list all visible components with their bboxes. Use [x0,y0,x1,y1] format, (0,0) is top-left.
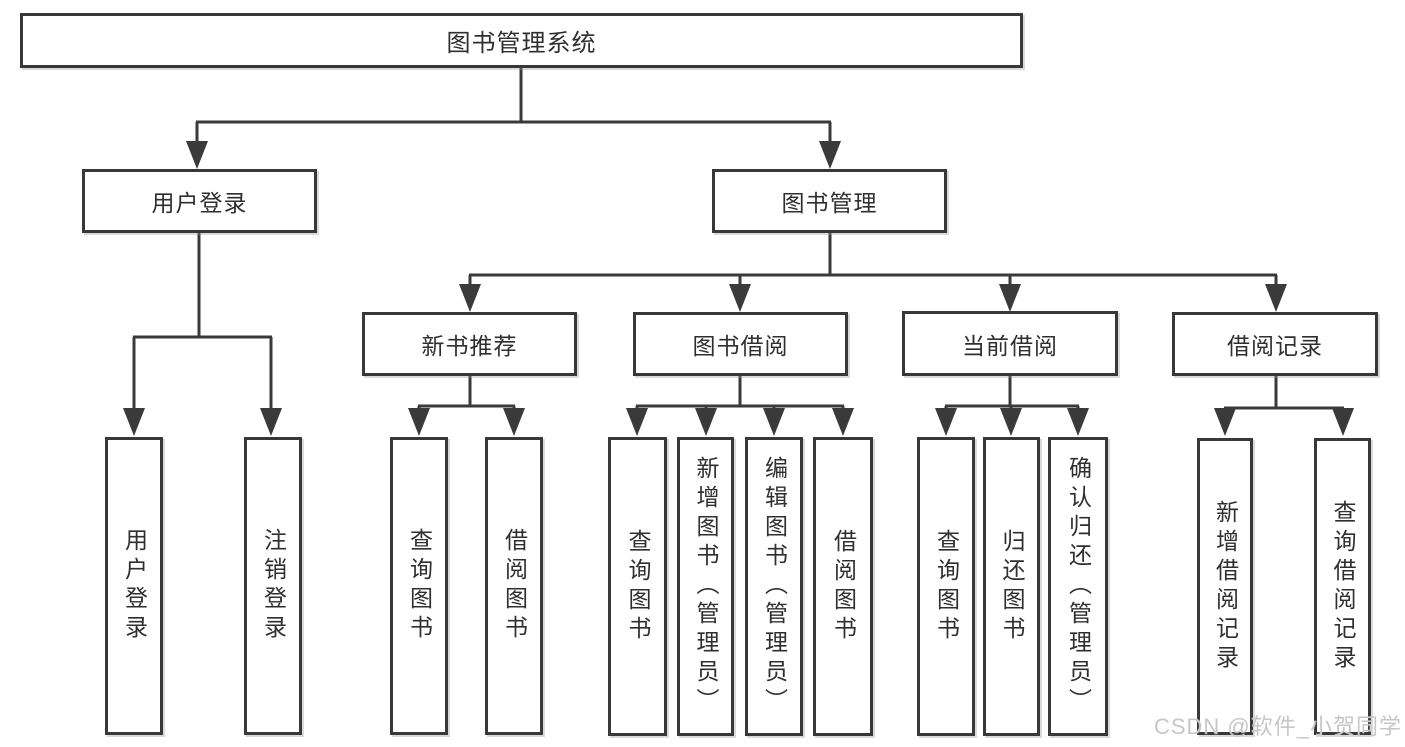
node-book-borrow: 图书借阅 [633,312,848,376]
leaf-logout: 注销登录 [244,437,302,735]
node-user-login: 用户登录 [82,169,317,233]
leaf-add-borrow-record: 新增借阅记录 [1197,438,1253,735]
leaf-user-login: 用户登录 [105,437,163,735]
leaf-return-book: 归还图书 [983,437,1040,736]
node-borrow-records: 借阅记录 [1172,312,1378,376]
leaf-borrow-books-recommend: 借阅图书 [485,437,543,735]
leaf-borrow-books: 借阅图书 [813,437,873,736]
leaf-edit-book-admin: 编辑图书（管理员） [745,437,803,736]
leaf-query-books-borrow: 查询图书 [608,437,667,736]
node-new-book-recommend: 新书推荐 [362,312,577,376]
node-current-borrow: 当前借阅 [902,311,1118,376]
leaf-query-books-recommend: 查询图书 [390,437,448,735]
csdn-watermark: CSDN @软件_小贺同学 [1153,714,1402,739]
leaf-query-borrow-record: 查询借阅记录 [1314,438,1371,735]
leaf-query-books-current: 查询图书 [917,437,975,736]
leaf-confirm-return-admin: 确认归还（管理员） [1048,437,1108,736]
leaf-add-book-admin: 新增图书（管理员） [677,437,734,736]
node-root-library-system: 图书管理系统 [20,13,1023,68]
node-book-management: 图书管理 [712,169,947,233]
arrowhead-triangles [123,141,1354,436]
